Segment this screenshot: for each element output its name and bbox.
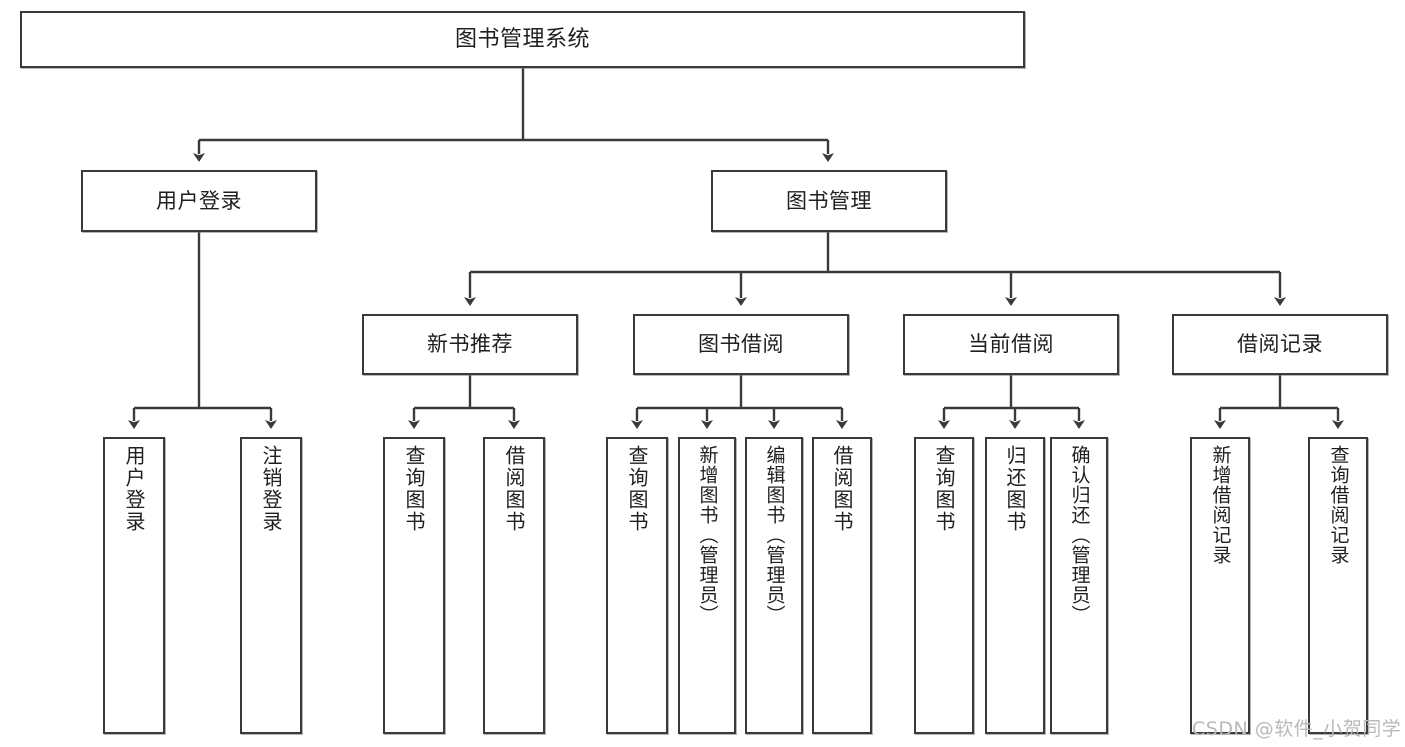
node-label: 用户登录 bbox=[122, 445, 146, 533]
node-label: 图书管理系统 bbox=[454, 26, 590, 52]
node-label: 图书借阅 bbox=[698, 332, 784, 357]
node-root[interactable]: 图书管理系统 bbox=[20, 11, 1025, 68]
node-leaf-6[interactable]: 编辑图书（管理员） bbox=[745, 437, 803, 734]
node-label: 查询图书 bbox=[625, 445, 649, 533]
node-leaf-3[interactable]: 借阅图书 bbox=[483, 437, 545, 734]
node-leaf-8[interactable]: 查询图书 bbox=[914, 437, 974, 734]
node-leaf-11[interactable]: 新增借阅记录 bbox=[1190, 437, 1250, 734]
node-label: 确认归还（管理员） bbox=[1068, 445, 1091, 625]
node-level2-3[interactable]: 借阅记录 bbox=[1172, 314, 1388, 375]
node-label: 当前借阅 bbox=[968, 332, 1054, 357]
node-leaf-12[interactable]: 查询借阅记录 bbox=[1308, 437, 1368, 734]
node-leaf-4[interactable]: 查询图书 bbox=[606, 437, 668, 734]
node-label: 新增图书（管理员） bbox=[696, 445, 719, 625]
node-level2-2[interactable]: 当前借阅 bbox=[903, 314, 1119, 375]
node-leaf-0[interactable]: 用户登录 bbox=[103, 437, 165, 734]
node-leaf-2[interactable]: 查询图书 bbox=[383, 437, 445, 734]
node-label: 图书管理 bbox=[786, 188, 872, 213]
node-label: 新增借阅记录 bbox=[1209, 445, 1232, 565]
node-label: 编辑图书（管理员） bbox=[763, 445, 786, 625]
node-leaf-7[interactable]: 借阅图书 bbox=[812, 437, 872, 734]
csdn-watermark: CSDN @软件_小贺同学 bbox=[1192, 718, 1402, 740]
node-label: 查询借阅记录 bbox=[1327, 445, 1350, 565]
node-level2-0[interactable]: 新书推荐 bbox=[362, 314, 578, 375]
node-label: 借阅记录 bbox=[1237, 332, 1323, 357]
node-leaf-9[interactable]: 归还图书 bbox=[985, 437, 1045, 734]
node-label: 归还图书 bbox=[1003, 445, 1027, 533]
node-level1-0[interactable]: 用户登录 bbox=[81, 170, 317, 232]
node-label: 新书推荐 bbox=[427, 332, 513, 357]
node-label: 查询图书 bbox=[402, 445, 426, 533]
node-leaf-5[interactable]: 新增图书（管理员） bbox=[678, 437, 736, 734]
node-label: 用户登录 bbox=[156, 188, 242, 213]
node-level1-1[interactable]: 图书管理 bbox=[711, 170, 947, 232]
node-label: 借阅图书 bbox=[502, 445, 526, 533]
node-label: 注销登录 bbox=[259, 445, 283, 533]
node-label: 借阅图书 bbox=[830, 445, 854, 533]
node-label: 查询图书 bbox=[932, 445, 956, 533]
node-level2-1[interactable]: 图书借阅 bbox=[633, 314, 849, 375]
node-leaf-10[interactable]: 确认归还（管理员） bbox=[1050, 437, 1108, 734]
node-leaf-1[interactable]: 注销登录 bbox=[240, 437, 302, 734]
